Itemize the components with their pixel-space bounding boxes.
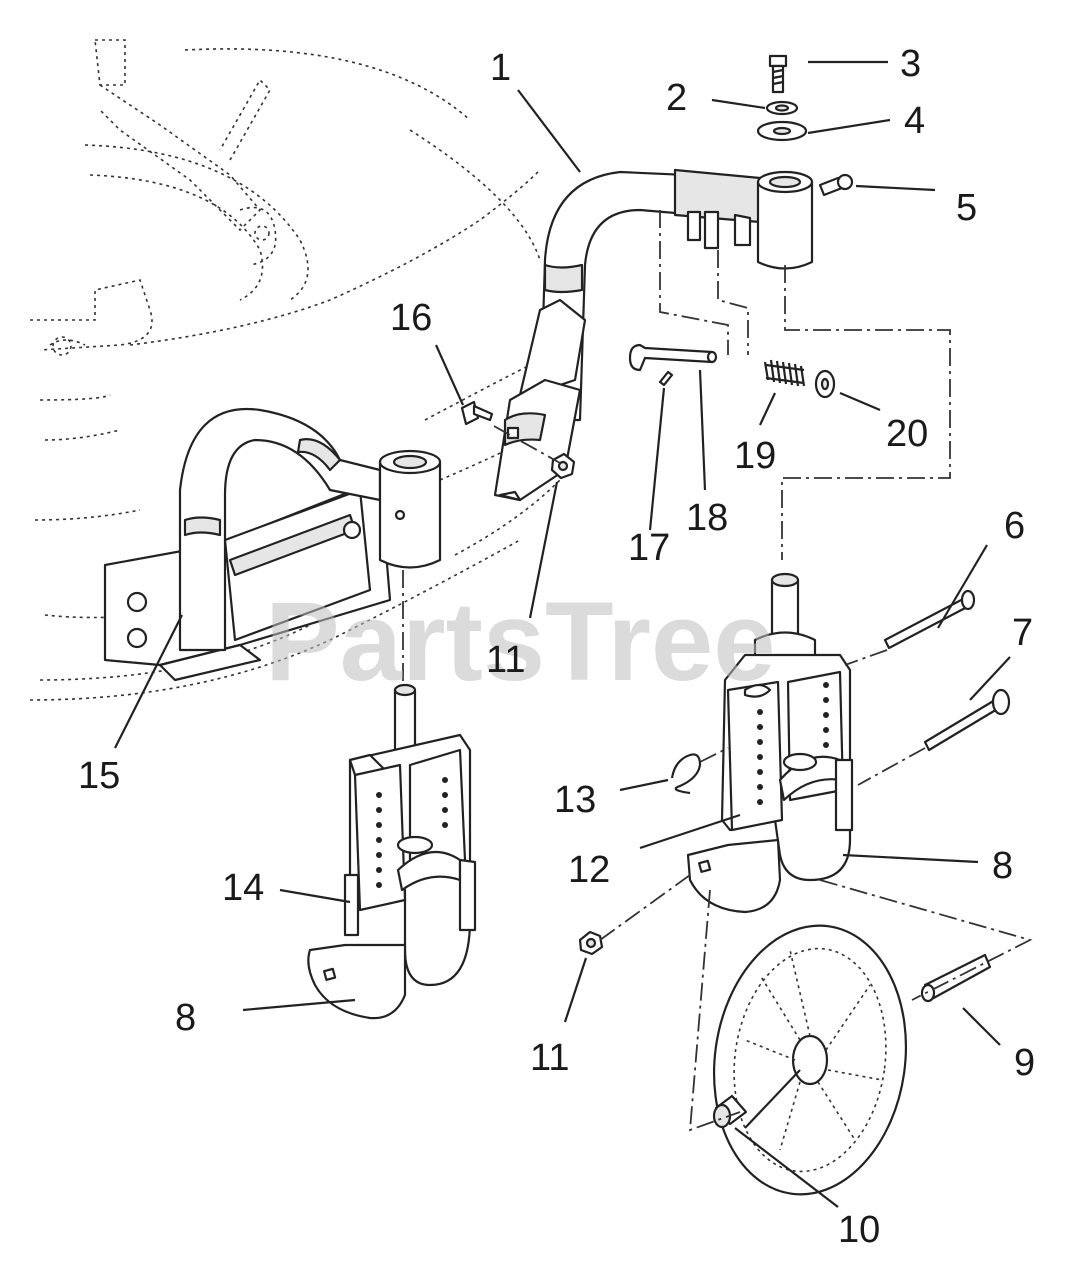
left-axle-tube xyxy=(178,407,382,652)
callout-9: 9 xyxy=(1014,1042,1035,1084)
set-screw-5 xyxy=(818,173,854,197)
bolt-16 xyxy=(460,400,494,426)
flat-washer-4 xyxy=(756,120,808,142)
bolt-3 xyxy=(768,54,788,94)
lock-pin-18 xyxy=(628,343,718,372)
wheel-10 xyxy=(712,924,908,1196)
lock-washer-2 xyxy=(765,100,799,116)
hex-nut-11-upper xyxy=(550,452,576,480)
callout-labels: 1 2 3 4 5 16 17 18 19 20 11 15 6 7 13 12… xyxy=(78,43,1035,1251)
callout-5: 5 xyxy=(956,187,977,229)
callout-19: 19 xyxy=(734,435,776,477)
callout-17: 17 xyxy=(628,527,670,569)
callout-20: 20 xyxy=(886,413,928,455)
spacer-tube-9 xyxy=(920,953,992,1003)
callout-2: 2 xyxy=(666,77,687,119)
callout-11-upper: 11 xyxy=(486,639,525,681)
clevis-pin-6 xyxy=(883,589,976,650)
callout-4: 4 xyxy=(904,100,925,142)
callout-8-left: 8 xyxy=(175,997,196,1039)
compression-spring-19 xyxy=(763,359,806,387)
callout-11-lower: 11 xyxy=(530,1037,569,1079)
leader-lines xyxy=(114,60,1011,1208)
hair-pin-13 xyxy=(670,753,702,795)
callout-10: 10 xyxy=(838,1209,880,1251)
callout-8-right: 8 xyxy=(992,845,1013,887)
callout-6: 6 xyxy=(1004,505,1025,547)
callout-13: 13 xyxy=(554,779,596,821)
upper-pivot-sleeve xyxy=(756,170,814,270)
left-pivot-sleeve xyxy=(378,449,442,569)
callout-3: 3 xyxy=(900,43,921,85)
left-caster-fork xyxy=(307,683,477,1020)
right-axle-tube xyxy=(538,168,762,422)
carriage-bolt-7 xyxy=(923,688,1011,752)
watermark: PartsTree xyxy=(265,579,776,704)
callout-1: 1 xyxy=(490,47,511,89)
washer-20 xyxy=(814,369,836,399)
callout-16: 16 xyxy=(390,297,432,339)
callout-18: 18 xyxy=(686,497,728,539)
left-axle-bracket xyxy=(103,478,392,682)
callout-14: 14 xyxy=(222,867,264,909)
roll-pin-17 xyxy=(658,370,674,387)
left-fork-adjustment-holes xyxy=(376,777,448,888)
right-caster-fork xyxy=(686,631,854,914)
hex-nut-11-lower xyxy=(578,930,604,956)
callout-7: 7 xyxy=(1012,612,1033,654)
callout-12: 12 xyxy=(568,849,610,891)
right-fork-adjustment-holes xyxy=(757,682,829,805)
callout-15: 15 xyxy=(78,755,120,797)
